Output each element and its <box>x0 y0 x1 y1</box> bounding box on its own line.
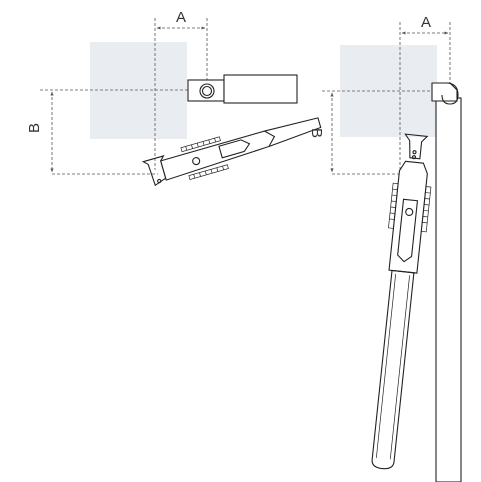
dimension-b-label: B <box>26 123 43 133</box>
vertical-tool <box>371 133 432 470</box>
dimension-b-label: B <box>308 128 325 138</box>
dimension-a: A <box>399 14 451 175</box>
horizontal-view: A B <box>26 9 322 187</box>
dimension-a-label: A <box>421 14 431 31</box>
vertical-view: A B <box>308 14 462 482</box>
horizontal-rod <box>187 74 298 104</box>
vertical-rod <box>431 82 462 482</box>
dimension-a-label: A <box>176 9 186 26</box>
angled-tool <box>141 117 322 187</box>
mounting-panel <box>90 42 187 139</box>
dimension-b: B <box>26 89 230 175</box>
